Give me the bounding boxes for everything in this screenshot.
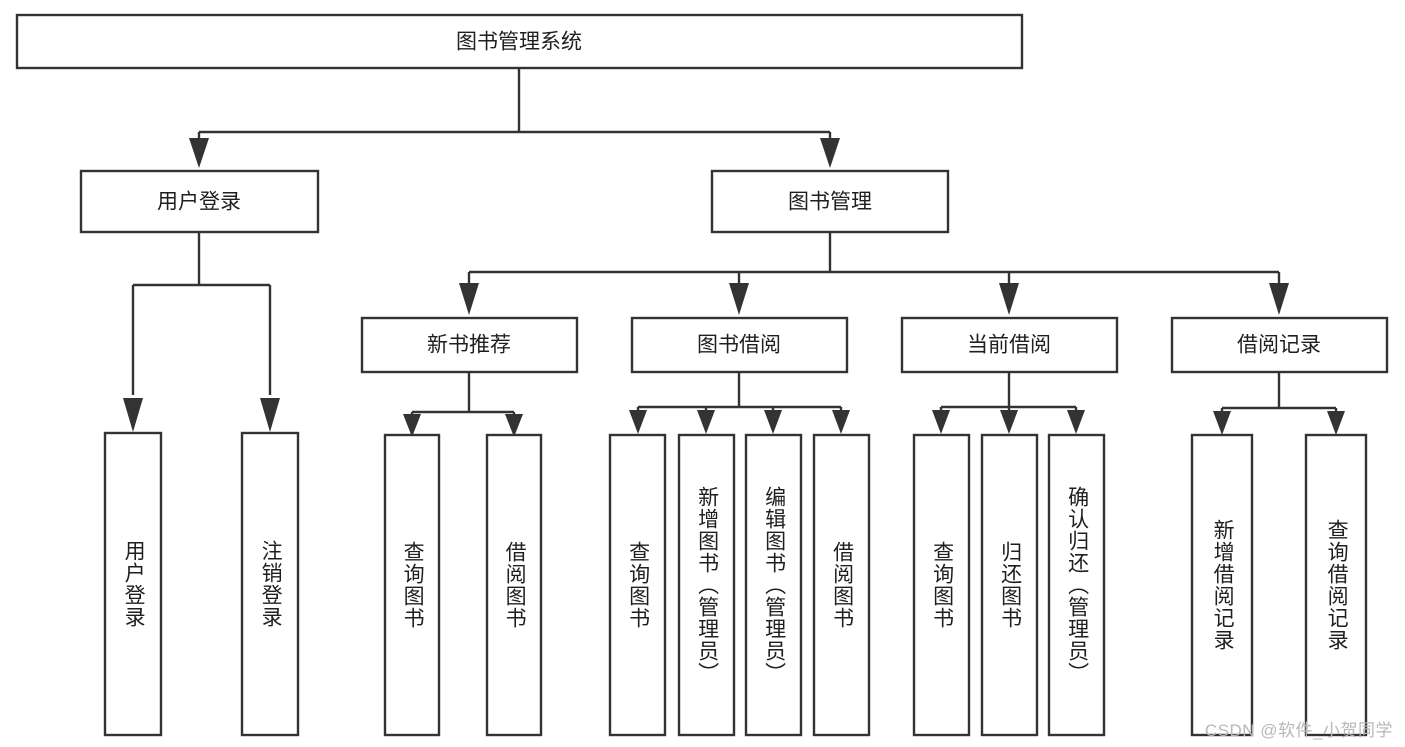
leaf-box-new-book-1[interactable] xyxy=(485,433,543,737)
leaf-box-book-borrow-2[interactable] xyxy=(744,433,803,737)
arrow-head-icon-bookmgmt-2 xyxy=(999,283,1019,315)
level3-label-2: 当前借阅 xyxy=(967,334,1051,357)
leaf-box-new-book-0[interactable] xyxy=(383,433,441,737)
arrow-head-icon-borrowrecord-0 xyxy=(1213,411,1231,435)
arrow-head-icon-root-1 xyxy=(189,138,209,168)
root-box[interactable] xyxy=(15,13,1024,70)
arrow-head-icon-bookborrow-1 xyxy=(697,410,715,434)
node-book-borrow[interactable]: 图书借阅 xyxy=(630,316,849,374)
node-user-login[interactable]: 用户登录 xyxy=(79,169,320,234)
arrow-head-icon-newbook-1 xyxy=(505,414,523,437)
level3-box-1[interactable] xyxy=(630,316,849,374)
arrow-head-icon-userlogin-1 xyxy=(260,398,280,432)
leaf-box-borrow-record-1[interactable] xyxy=(1304,433,1368,737)
arrow-head-icon-bookborrow-2 xyxy=(764,410,782,434)
level3-label-1: 图书借阅 xyxy=(697,334,781,357)
watermark-text: CSDN @软件_小贺同学 xyxy=(1204,721,1393,740)
arrow-head-icon-bookborrow-3 xyxy=(832,410,850,434)
leaf-box-book-borrow-0[interactable] xyxy=(608,433,667,737)
node-book-management[interactable]: 图书管理 xyxy=(710,169,950,234)
leaf-box-user-login-0[interactable] xyxy=(103,431,163,737)
arrow-head-icon-bookmgmt-0 xyxy=(459,283,479,315)
arrow-head-icon-root-2 xyxy=(820,138,840,168)
level2-box-1[interactable] xyxy=(710,169,950,234)
leaf-box-book-borrow-1[interactable] xyxy=(677,433,736,737)
arrow-head-icon-borrowrecord-1 xyxy=(1327,411,1345,435)
arrow-head-icon-userlogin-0 xyxy=(123,398,143,432)
arrow-head-icon-currentborrow-0 xyxy=(932,410,950,434)
node-current-borrow[interactable]: 当前借阅 xyxy=(900,316,1119,374)
level3-box-2[interactable] xyxy=(900,316,1119,374)
node-borrow-record[interactable]: 借阅记录 xyxy=(1170,316,1389,374)
level3-box-3[interactable] xyxy=(1170,316,1389,374)
arrow-head-icon-currentborrow-2 xyxy=(1067,410,1085,434)
root-label: 图书管理系统 xyxy=(456,31,582,54)
arrow-head-icon-currentborrow-1 xyxy=(1000,410,1018,434)
leaf-box-current-borrow-2[interactable] xyxy=(1047,433,1106,737)
leaf-box-current-borrow-0[interactable] xyxy=(912,433,971,737)
arrow-head-icon-bookmgmt-1 xyxy=(729,283,749,315)
level3-label-3: 借阅记录 xyxy=(1237,334,1321,357)
node-new-book-recommend[interactable]: 新书推荐 xyxy=(360,316,579,374)
level2-label-0: 用户登录 xyxy=(157,191,241,214)
node-root[interactable]: 图书管理系统 xyxy=(15,13,1024,70)
arrow-head-icon-bookborrow-0 xyxy=(629,410,647,434)
level2-label-1: 图书管理 xyxy=(788,191,872,214)
leaf-box-user-login-1[interactable] xyxy=(240,431,300,737)
leaf-box-book-borrow-3[interactable] xyxy=(812,433,871,737)
leaf-box-borrow-record-0[interactable] xyxy=(1190,433,1254,737)
arrow-head-icon-newbook-0 xyxy=(403,414,421,437)
level3-label-0: 新书推荐 xyxy=(427,334,511,357)
leaf-box-current-borrow-1[interactable] xyxy=(980,433,1039,737)
arrow-head-icon-bookmgmt-3 xyxy=(1269,283,1289,315)
level3-box-0[interactable] xyxy=(360,316,579,374)
